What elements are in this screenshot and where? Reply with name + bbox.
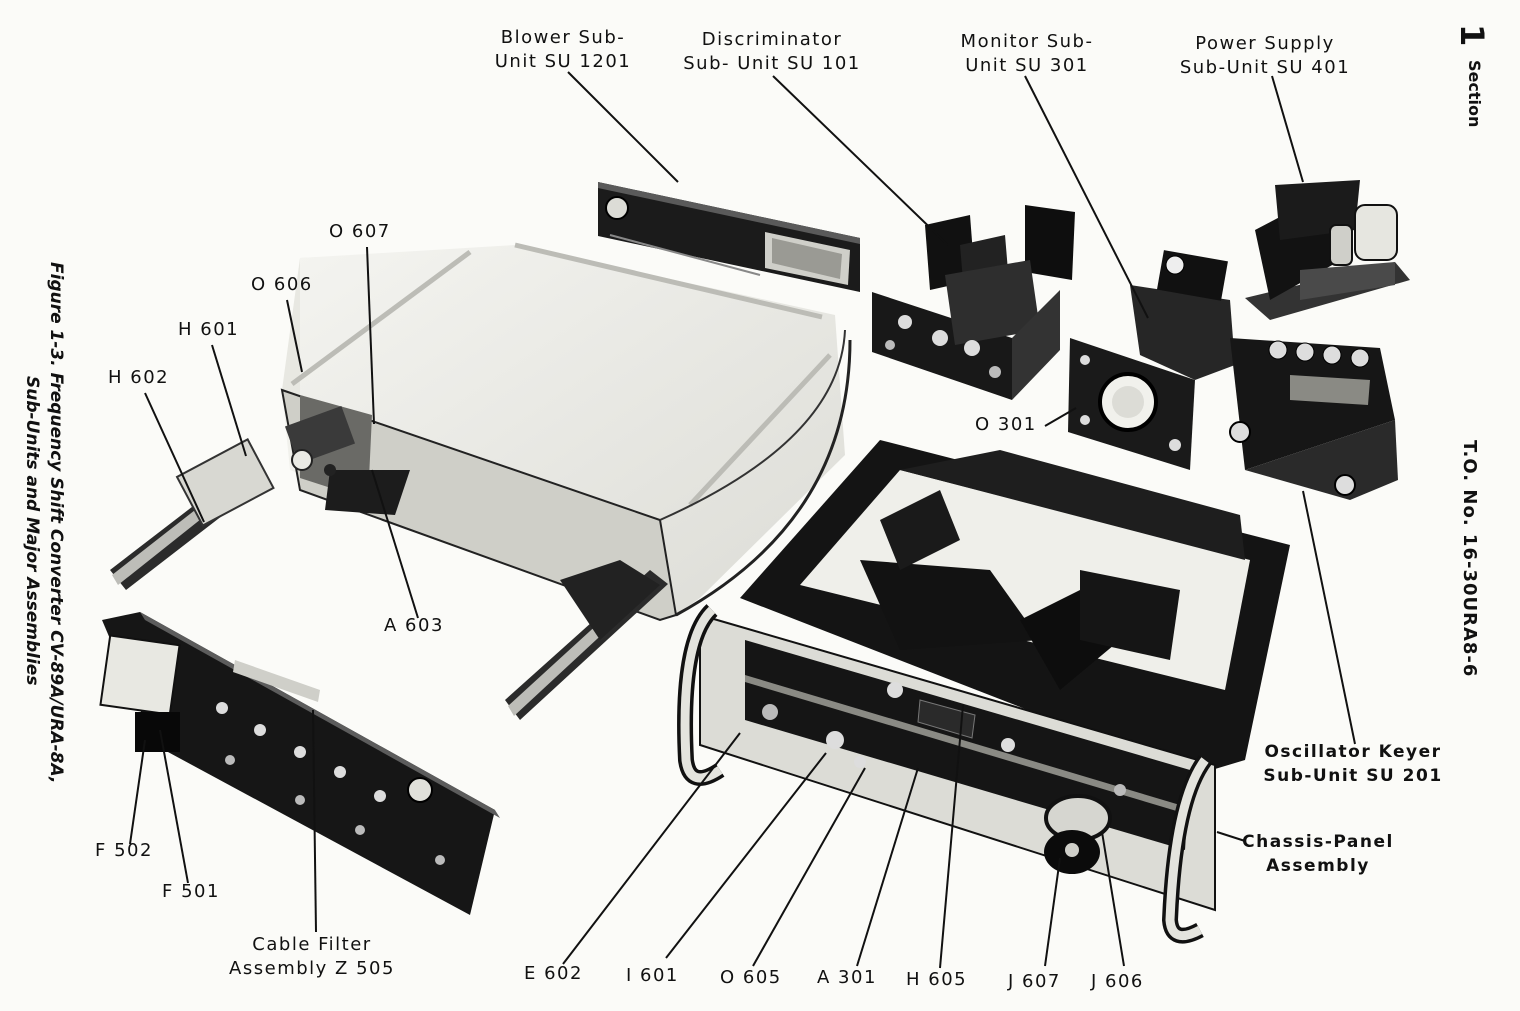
cable-filter-label-line2: Assembly Z 505: [229, 958, 395, 979]
monitor-sub-unit: [1068, 250, 1235, 470]
label-a603: A 603: [384, 615, 444, 636]
oscillator-keyer-sub-unit-label: Oscillator Keyer Sub-Unit SU 201: [1258, 740, 1448, 788]
label-f502: F 502: [95, 840, 153, 861]
label-j607: J 607: [1008, 971, 1061, 992]
leader-lines: [129, 71, 1356, 969]
discriminator-sub-unit-label: Discriminator Sub- Unit SU 101: [672, 28, 872, 76]
dust-cover-case: [110, 242, 852, 720]
label-h605: H 605: [906, 969, 968, 990]
power-supply-sub-unit-label: Power Supply Sub-Unit SU 401: [1170, 32, 1360, 80]
label-e602: E 602: [524, 963, 583, 984]
label-o605: O 605: [720, 967, 782, 988]
blower-label-line1: Blower Sub-: [500, 27, 626, 48]
figure-caption-line2: Sub-Units and Major Assemblies: [22, 376, 42, 686]
discriminator-label-line1: Discriminator: [701, 29, 843, 50]
power-label-line1: Power Supply: [1195, 33, 1335, 54]
blower-label-line2: Unit SU 1201: [494, 51, 632, 72]
blower-sub-unit: [598, 182, 860, 292]
technical-order-number: T.O. No. 16-30URA8-6: [1459, 440, 1480, 678]
label-j606: J 606: [1091, 971, 1144, 992]
power-label-line2: Sub-Unit SU 401: [1179, 57, 1351, 78]
monitor-label-line2: Unit SU 301: [965, 55, 1089, 76]
chassis-panel-assembly-label: Chassis-Panel Assembly: [1238, 830, 1398, 878]
label-h601: H 601: [178, 319, 240, 340]
oscillator-label-line1: Oscillator Keyer: [1264, 742, 1442, 762]
section-word: Section: [1465, 60, 1484, 128]
label-h602: H 602: [108, 367, 170, 388]
cable-filter-assembly: [99, 612, 500, 915]
label-o301: O 301: [975, 414, 1037, 435]
monitor-sub-unit-label: Monitor Sub- Unit SU 301: [942, 30, 1112, 78]
oscillator-label-line2: Sub-Unit SU 201: [1263, 766, 1443, 786]
cable-filter-label-line1: Cable Filter: [252, 934, 372, 955]
oscillator-keyer-sub-unit: [1229, 338, 1398, 500]
label-o607: O 607: [329, 221, 391, 242]
power-supply-sub-unit: [1245, 180, 1410, 320]
blower-sub-unit-label: Blower Sub- Unit SU 1201: [478, 26, 648, 74]
chassis-panel-assembly: [677, 440, 1290, 944]
discriminator-label-line2: Sub- Unit SU 101: [683, 53, 861, 74]
chassis-label-line2: Assembly: [1266, 856, 1370, 876]
chassis-label-line1: Chassis-Panel: [1242, 832, 1394, 852]
label-f501: F 501: [162, 881, 220, 902]
label-i601: I 601: [626, 965, 679, 986]
section-number: 1: [1453, 24, 1491, 47]
cable-filter-assembly-label: Cable Filter Assembly Z 505: [222, 933, 402, 981]
discriminator-sub-unit: [872, 205, 1075, 400]
label-o606: O 606: [251, 274, 313, 295]
figure-caption-line1: Figure 1-3. Frequency Shift Converter CV…: [46, 262, 66, 784]
label-a301: A 301: [817, 967, 877, 988]
monitor-label-line1: Monitor Sub-: [960, 31, 1094, 52]
